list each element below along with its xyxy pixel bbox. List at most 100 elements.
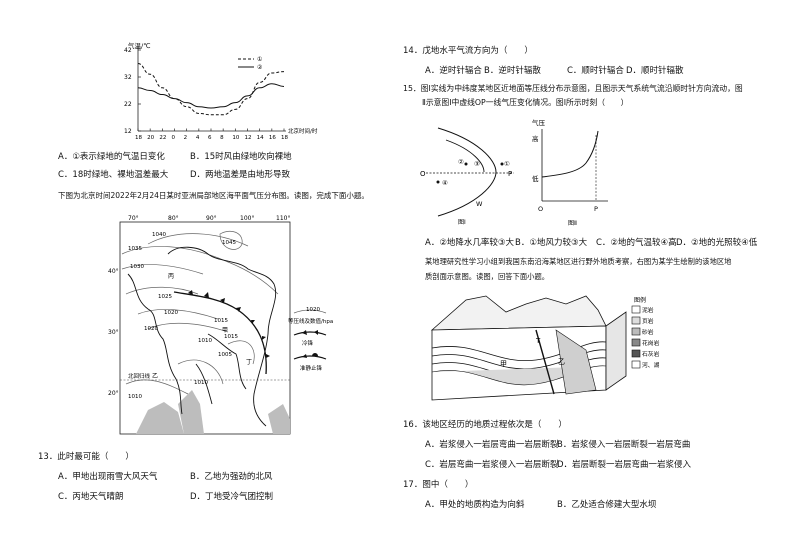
q12-option-a: A．①表示绿地的气温日变化 xyxy=(58,152,165,162)
isobar-1010-b: 1010 xyxy=(194,380,208,386)
x-tick-label: 18 xyxy=(135,135,142,141)
x-tick-label: 10 xyxy=(232,135,239,141)
x-tick-label: 20 xyxy=(147,135,154,141)
q14-option-c: C．顺时针辐合 xyxy=(567,66,624,76)
isobar-1010-a: 1010 xyxy=(198,338,212,344)
y-tick-label: 12 xyxy=(124,128,132,135)
q17-option-b: B．乙处适合修建大型水坝 xyxy=(557,500,657,510)
place-yi: 乙 xyxy=(152,373,158,380)
q13-stem: 13．此时最可能（ ） xyxy=(38,452,134,462)
q14-stem: 14．戊地水平气流方向为（ ） xyxy=(403,46,533,56)
isobar-1005: 1005 xyxy=(218,352,232,358)
q16-stem: 16．该地区经历的地质过程依次是（ ） xyxy=(403,420,567,430)
q15-option-b: B．①地风力较③大 xyxy=(515,238,588,248)
q13-option-b: B．乙地为强劲的北风 xyxy=(190,472,273,482)
legend-isobar-label: 等压线及数值/hpa xyxy=(288,317,333,325)
q12-option-d: D．两地温差是由地形导致 xyxy=(190,170,291,180)
place-ding: 丁 xyxy=(246,359,252,366)
fig2-low: 低 xyxy=(532,174,539,183)
legend-isobar-value: 1020 xyxy=(306,307,320,313)
legend-sandstone: 砂岩 xyxy=(642,328,654,336)
x-tick-label: 8 xyxy=(220,135,224,141)
isobar-1020-a: 1020 xyxy=(164,310,178,316)
fig2-ylabel: 气压 xyxy=(532,118,546,127)
x-tick-label: 0 xyxy=(172,135,176,141)
series-line-2 xyxy=(137,83,285,109)
y-tick-label: 32 xyxy=(124,74,132,81)
block-label-jia: 甲 xyxy=(500,360,507,368)
geologic-block-diagram: T 甲 乙 图例 泥岩 页岩 砂岩 花岗岩 石灰岩 河、湖 xyxy=(430,295,660,401)
map-intro: 下图为北京时间2022年2月24日某时亚洲局部地区海平面气压分布图。读图，完成下… xyxy=(58,191,369,200)
fig1-label-2: ② xyxy=(458,158,464,166)
legend-label-2: ② xyxy=(257,64,263,71)
geo-intro-line2: 质剖面示意图。读图，回答下面小题。 xyxy=(425,272,550,281)
place-jia: 甲 xyxy=(222,327,228,334)
lat-label-40: 40° xyxy=(108,268,119,275)
legend-label-1: ① xyxy=(257,56,262,63)
q14-option-a: A．逆时针辐合 xyxy=(425,66,482,76)
lat-label-30: 30° xyxy=(108,329,119,336)
series-line-1 xyxy=(137,63,285,116)
fig1-label-p: P xyxy=(508,170,512,178)
q16-option-a: A．岩浆侵入一岩层弯曲一岩层断裂 xyxy=(425,440,559,450)
y-tick-label: 22 xyxy=(124,101,132,108)
q15-option-c: C．②地的气温较④高 xyxy=(596,238,677,248)
q15-option-d: D．②地的光照较④低 xyxy=(676,238,758,248)
figure-1-isobars: O P ② ③ ① ④ W 图Ⅰ xyxy=(420,127,514,226)
q16-option-b: B．岩浆侵入一岩层断裂一岩层弯曲 xyxy=(557,440,691,450)
x-tick-label: 16 xyxy=(269,135,276,141)
fig2-o: O xyxy=(538,205,543,213)
lon-label-70: 70° xyxy=(128,215,139,222)
q17-stem: 17．图中（ ） xyxy=(403,480,474,490)
q15-stem-line1: 15．图Ⅰ实线为中纬度某地区近地面等压线分布示意图，且图示天气系统气流沿顺时针方… xyxy=(403,84,743,93)
chart-legend: ① ② xyxy=(238,56,263,71)
isobar-1035: 1035 xyxy=(128,246,142,252)
figure-2-pressure-curve: 气压 高 低 O P 图Ⅱ xyxy=(532,118,608,227)
fig1-label-1: ① xyxy=(504,160,510,168)
lon-label-110: 110° xyxy=(276,215,290,222)
legend-cold-front: 冷锋 xyxy=(302,339,314,347)
isobar-1020-b: 1020 xyxy=(144,326,158,332)
isobar-1045: 1045 xyxy=(222,240,236,246)
legend-limestone: 石灰岩 xyxy=(642,350,660,358)
lat-label-20: 20° xyxy=(108,390,119,397)
x-tick-label: 22 xyxy=(159,135,166,141)
y-tick-label: 42 xyxy=(124,47,132,54)
x-tick-label: 6 xyxy=(208,135,212,141)
fig1-label-3: ③ xyxy=(474,160,480,168)
x-tick-label: 12 xyxy=(245,135,252,141)
block-legend-title: 图例 xyxy=(634,296,646,304)
map-legend: 1020 等压线及数值/hpa 冷锋 准静止锋 xyxy=(286,305,356,377)
q12-option-b: B．15时风由绿地吹向裸地 xyxy=(190,152,292,162)
q17-option-a: A．甲处的地质构造为向斜 xyxy=(425,500,525,510)
q13-option-d: D．丁地受冷气团控制 xyxy=(190,492,274,502)
x-axis-label: 北京时间/时 xyxy=(288,127,318,135)
isobar-1010-c: 1010 xyxy=(128,394,142,400)
pressure-map: 70° 80° 90° 100° 110° 40° 30° 20° xyxy=(108,215,290,435)
fig1-caption: 图Ⅰ xyxy=(458,219,466,226)
q12-option-c: C．18时绿地、裸地温差最大 xyxy=(58,170,169,180)
x-tick-label: 14 xyxy=(257,135,264,141)
y-axis-label: 气温/℃ xyxy=(128,41,151,50)
isobar-1025: 1025 xyxy=(158,294,172,300)
lon-label-100: 100° xyxy=(240,215,254,222)
tropic-label: 北回归线 xyxy=(128,372,151,380)
lon-label-90: 90° xyxy=(206,215,217,222)
legend-river-lake: 河、湖 xyxy=(642,361,660,369)
isobar-1030: 1030 xyxy=(130,264,144,270)
block-label-yi: 乙 xyxy=(558,358,565,366)
q13-option-a: A．甲地出现雨雪大风天气 xyxy=(58,472,158,482)
legend-stationary-front: 准静止锋 xyxy=(300,364,323,372)
q14-option-d: D．顺时针辐散 xyxy=(626,66,684,76)
legend-granite: 花岗岩 xyxy=(642,339,660,347)
legend-shale: 页岩 xyxy=(642,317,654,325)
fig2-caption: 图Ⅱ xyxy=(568,220,577,227)
q15-option-a: A．②地降水几率较③大 xyxy=(425,238,515,248)
fig1-label-w: W xyxy=(476,200,483,208)
fig2-high: 高 xyxy=(532,134,539,143)
isobar-1040: 1040 xyxy=(152,232,166,238)
x-tick-label: 2 xyxy=(184,135,188,141)
q14-option-b: B．逆时针辐散 xyxy=(484,66,541,76)
q16-option-d: D．岩层断裂一岩层弯曲一岩浆侵入 xyxy=(557,460,692,470)
